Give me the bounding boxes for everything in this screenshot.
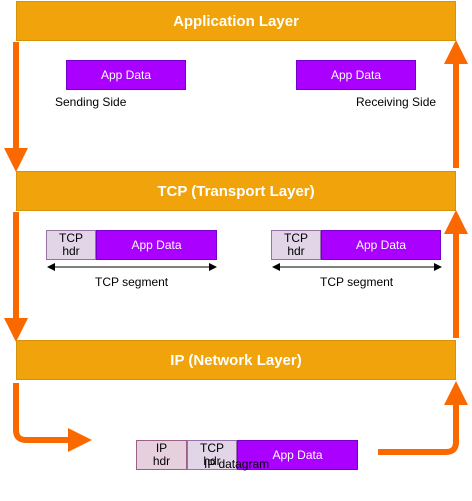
tcp-segment-label-right: TCP segment [320, 275, 394, 289]
sending-app-data-box: App Data [66, 60, 186, 90]
tcp-header-box-right: TCP hdr [271, 230, 321, 260]
ip-header-box: IP hdr [136, 440, 187, 470]
flow-arrow-wire-to-ip [378, 381, 468, 455]
transport-layer-bar: TCP (Transport Layer) [16, 171, 456, 211]
ip-tcp-header-box: TCP hdr [187, 440, 237, 470]
tcp-app-data-box-left: App Data [96, 230, 217, 260]
flow-arrow-ip-to-wire [13, 383, 92, 452]
receiving-side-label: Receiving Side [356, 95, 437, 109]
tcp-app-data-box-right: App Data [321, 230, 441, 260]
ip-datagram-label: IP datagram [204, 457, 270, 471]
tcp-segment-label-left: TCP segment [95, 275, 169, 289]
sending-side-label: Sending Side [55, 95, 127, 109]
transport-layer-title: TCP (Transport Layer) [157, 182, 315, 200]
network-layer-bar: IP (Network Layer) [16, 340, 456, 380]
application-layer-bar: Application Layer [16, 1, 456, 41]
tcp-header-box-left: TCP hdr [46, 230, 96, 260]
receiving-app-data-box: App Data [296, 60, 416, 90]
network-layer-title: IP (Network Layer) [170, 351, 302, 369]
ip-app-data-box: App Data [237, 440, 358, 470]
application-layer-title: Application Layer [173, 12, 299, 30]
